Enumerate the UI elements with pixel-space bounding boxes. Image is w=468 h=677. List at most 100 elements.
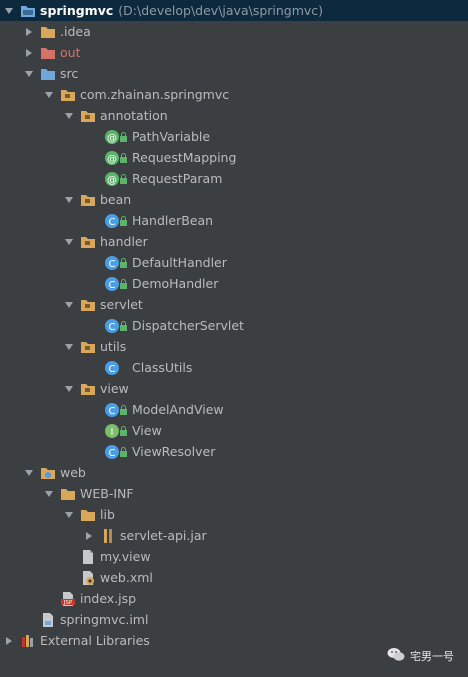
tree-label: out <box>60 45 81 60</box>
tree-label: HandlerBean <box>132 213 214 228</box>
jsp-file-icon: JSP <box>60 591 76 607</box>
svg-text:@: @ <box>107 175 117 186</box>
collapse-arrow-icon[interactable] <box>84 531 94 541</box>
tree-label: RequestMapping <box>132 150 237 165</box>
expand-arrow-icon[interactable] <box>64 510 74 520</box>
annotation-icon: @ <box>104 129 127 145</box>
tree-label: DemoHandler <box>132 276 219 291</box>
folder-icon <box>80 507 96 523</box>
lock-icon <box>120 278 127 289</box>
lock-icon <box>120 257 127 268</box>
package-icon <box>80 192 96 208</box>
tree-row-demo-handler[interactable]: C DemoHandler <box>0 273 468 294</box>
tree-row-path-variable[interactable]: @ PathVariable <box>0 126 468 147</box>
collapse-arrow-icon[interactable] <box>24 48 34 58</box>
tree-label: handler <box>100 234 148 249</box>
expand-arrow-icon[interactable] <box>64 384 74 394</box>
tree-label: view <box>100 381 129 396</box>
tree-label: index.jsp <box>80 591 137 606</box>
tree-row-package[interactable]: com.zhainan.springmvc <box>0 84 468 105</box>
tree-row-request-param[interactable]: @ RequestParam <box>0 168 468 189</box>
tree-label: com.zhainan.springmvc <box>80 87 230 102</box>
tree-row-view-package[interactable]: view <box>0 378 468 399</box>
tree-row-utils[interactable]: utils <box>0 336 468 357</box>
tree-label: bean <box>100 192 132 207</box>
svg-text:C: C <box>109 217 116 228</box>
tree-row-web[interactable]: web <box>0 462 468 483</box>
tree-row-view-resolver[interactable]: C ViewResolver <box>0 441 468 462</box>
lock-icon <box>120 404 127 415</box>
tree-label: lib <box>100 507 115 522</box>
package-icon <box>60 87 76 103</box>
tree-row-external-libraries[interactable]: External Libraries <box>0 630 468 651</box>
expand-arrow-icon[interactable] <box>64 111 74 121</box>
class-icon: C <box>104 402 127 418</box>
lock-icon <box>120 173 127 184</box>
tree-row-web-inf[interactable]: WEB-INF <box>0 483 468 504</box>
expand-arrow-icon[interactable] <box>64 342 74 352</box>
tree-label: .idea <box>60 24 91 39</box>
tree-row-index-jsp[interactable]: JSP index.jsp <box>0 588 468 609</box>
tree-row-web-xml[interactable]: web.xml <box>0 567 468 588</box>
tree-label: View <box>132 423 162 438</box>
file-icon <box>80 549 96 565</box>
package-icon <box>80 297 96 313</box>
tree-row-handler-bean[interactable]: C HandlerBean <box>0 210 468 231</box>
lock-icon <box>120 425 127 436</box>
jar-icon <box>100 528 116 544</box>
watermark: 宅男一号 <box>387 647 454 665</box>
expand-arrow-icon[interactable] <box>44 489 54 499</box>
tree-row-src[interactable]: src <box>0 63 468 84</box>
tree-row-servlet-api-jar[interactable]: servlet-api.jar <box>0 525 468 546</box>
tree-row-out[interactable]: out <box>0 42 468 63</box>
tree-label: servlet <box>100 297 143 312</box>
tree-label: DispatcherServlet <box>132 318 244 333</box>
tree-label: PathVariable <box>132 129 211 144</box>
svg-text:I: I <box>111 427 114 438</box>
tree-row-annotation[interactable]: annotation <box>0 105 468 126</box>
xml-file-icon <box>80 570 96 586</box>
expand-arrow-icon[interactable] <box>24 468 34 478</box>
expand-arrow-icon[interactable] <box>24 69 34 79</box>
collapse-arrow-icon[interactable] <box>24 27 34 37</box>
tree-label: DefaultHandler <box>132 255 227 270</box>
collapse-arrow-icon[interactable] <box>4 636 14 646</box>
tree-row-default-handler[interactable]: C DefaultHandler <box>0 252 468 273</box>
project-tree: springmvc (D:\develop\dev\java\springmvc… <box>0 0 468 651</box>
watermark-text: 宅男一号 <box>410 650 454 663</box>
tree-label: ClassUtils <box>132 360 193 375</box>
tree-label: web <box>60 465 86 480</box>
wechat-icon <box>387 647 405 665</box>
tree-label: springmvc.iml <box>60 612 149 627</box>
expand-arrow-icon[interactable] <box>64 237 74 247</box>
tree-row-dispatcher-servlet[interactable]: C DispatcherServlet <box>0 315 468 336</box>
expand-arrow-icon[interactable] <box>4 6 14 16</box>
tree-row-view-interface[interactable]: I View <box>0 420 468 441</box>
class-icon: C <box>104 276 127 292</box>
tree-row-lib[interactable]: lib <box>0 504 468 525</box>
tree-label: annotation <box>100 108 168 123</box>
tree-row-project-root[interactable]: springmvc (D:\develop\dev\java\springmvc… <box>0 0 468 21</box>
tree-row-bean[interactable]: bean <box>0 189 468 210</box>
tree-row-servlet[interactable]: servlet <box>0 294 468 315</box>
tree-row-request-mapping[interactable]: @ RequestMapping <box>0 147 468 168</box>
tree-row-iml[interactable]: springmvc.iml <box>0 609 468 630</box>
class-icon: C <box>104 318 127 334</box>
tree-row-idea[interactable]: .idea <box>0 21 468 42</box>
svg-text:C: C <box>109 259 116 270</box>
tree-row-handler[interactable]: handler <box>0 231 468 252</box>
lock-icon <box>120 131 127 142</box>
svg-text:JSP: JSP <box>63 600 73 606</box>
package-icon <box>80 339 96 355</box>
tree-row-my-view[interactable]: my.view <box>0 546 468 567</box>
expand-arrow-icon[interactable] <box>44 90 54 100</box>
expand-arrow-icon[interactable] <box>64 300 74 310</box>
class-icon: C <box>104 255 127 271</box>
svg-text:@: @ <box>107 133 117 144</box>
module-folder-icon <box>20 3 36 19</box>
tree-row-model-and-view[interactable]: C ModelAndView <box>0 399 468 420</box>
expand-arrow-icon[interactable] <box>64 195 74 205</box>
tree-row-class-utils[interactable]: C ClassUtils <box>0 357 468 378</box>
tree-label: my.view <box>100 549 151 564</box>
lock-icon <box>120 152 127 163</box>
